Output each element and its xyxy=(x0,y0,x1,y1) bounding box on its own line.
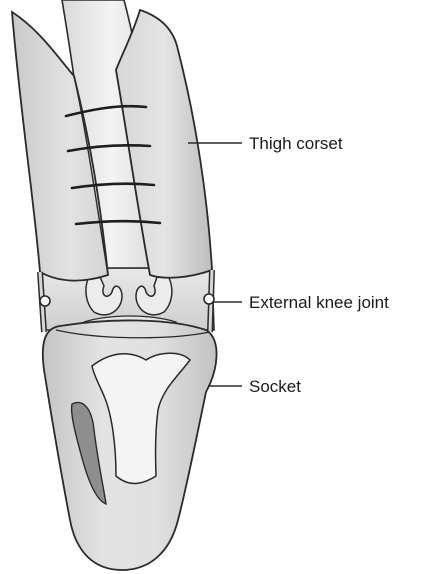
left-hinge xyxy=(40,296,50,306)
label-thigh-corset: Thigh corset xyxy=(249,134,343,153)
socket xyxy=(43,320,217,570)
label-external-knee-joint: External knee joint xyxy=(249,293,389,312)
label-socket: Socket xyxy=(249,377,301,396)
right-hinge xyxy=(204,294,214,304)
